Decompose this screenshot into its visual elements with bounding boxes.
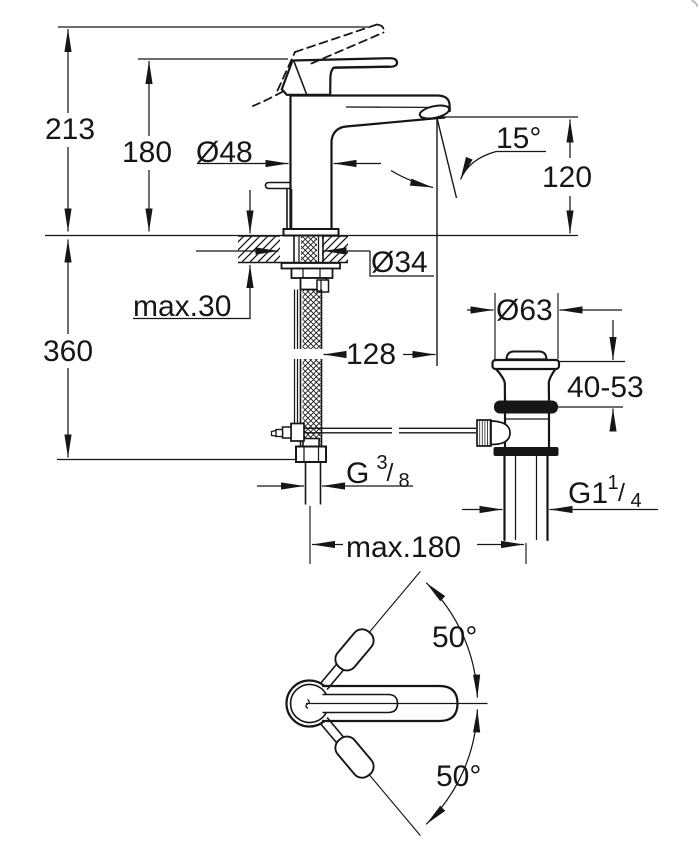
dim-group-center-distance: max.180 (312, 531, 524, 564)
dim-group-hole-diameter: Ø34 (196, 246, 434, 279)
dim-handle-swing-upper: 50° (432, 621, 477, 654)
dim-group-spout-height: 180 (122, 61, 172, 232)
handle-phantom-upper (319, 570, 421, 691)
top-view: 50° 50° (285, 570, 488, 837)
dim-body-diameter: Ø48 (196, 136, 253, 169)
dim-supply-thread: G 3 / 8 (346, 443, 410, 492)
pop-up-rod (264, 181, 293, 229)
dim-deck-thickness: max.30 (133, 290, 231, 323)
hub-logo-mark (305, 698, 310, 710)
dim-group-spray-angle: 15° (390, 122, 546, 189)
handle-raised-dashed (252, 23, 385, 107)
dim-spray-angle: 15° (496, 122, 541, 155)
dim-overall-height: 213 (45, 113, 95, 146)
dim-waste-thread: G1 1 / 4 (568, 463, 642, 512)
dim-spout-reach: 128 (346, 338, 396, 371)
handle-lever (280, 57, 399, 96)
faucet-outline (282, 93, 451, 237)
dim-group-supply-thread: G 3 / 8 (257, 443, 413, 492)
dim-group-spout-reach: 128 (323, 338, 436, 371)
handle-hub (285, 679, 328, 728)
dim-group-overall-height: 213 (45, 29, 95, 232)
handle-bar (321, 684, 459, 723)
corner-artifact (691, 0, 698, 8)
dim-center-distance: max.180 (346, 531, 461, 564)
waste-knob (476, 419, 511, 447)
aerator (418, 104, 451, 120)
pop-up-waste (476, 350, 561, 542)
countertop-section (238, 235, 348, 264)
supply-hose (293, 289, 327, 505)
dim-group-handle-swing-upper: 50° (423, 580, 481, 698)
dim-clamp-range: 40-53 (567, 371, 644, 404)
pop-up-linkage-rod (270, 422, 476, 442)
dim-group-waste-thread: G1 1 / 4 (462, 463, 658, 514)
dim-handle-swing-lower: 50° (436, 760, 481, 793)
handle-phantom-lower (319, 716, 421, 837)
dim-group-outlet-height: 120 (542, 119, 592, 234)
dim-group-handle-swing-lower: 50° (423, 709, 481, 827)
dim-group-clamp-range: 40-53 (567, 320, 644, 432)
dim-outlet-height: 120 (542, 161, 592, 194)
dim-hole-diameter: Ø34 (371, 246, 428, 279)
dim-under-counter-height: 360 (43, 335, 93, 368)
dim-group-deck-thickness: max.30 (133, 190, 254, 323)
dim-group-waste-flange-diameter: Ø63 (467, 294, 622, 327)
dim-waste-flange-diameter: Ø63 (496, 294, 553, 327)
dim-spout-height: 180 (122, 136, 172, 169)
front-view: 213 180 360 Ø48 120 15° (43, 23, 658, 564)
dim-group-under-counter-height: 360 (43, 239, 93, 458)
dim-group-body-diameter: Ø48 (196, 136, 381, 169)
